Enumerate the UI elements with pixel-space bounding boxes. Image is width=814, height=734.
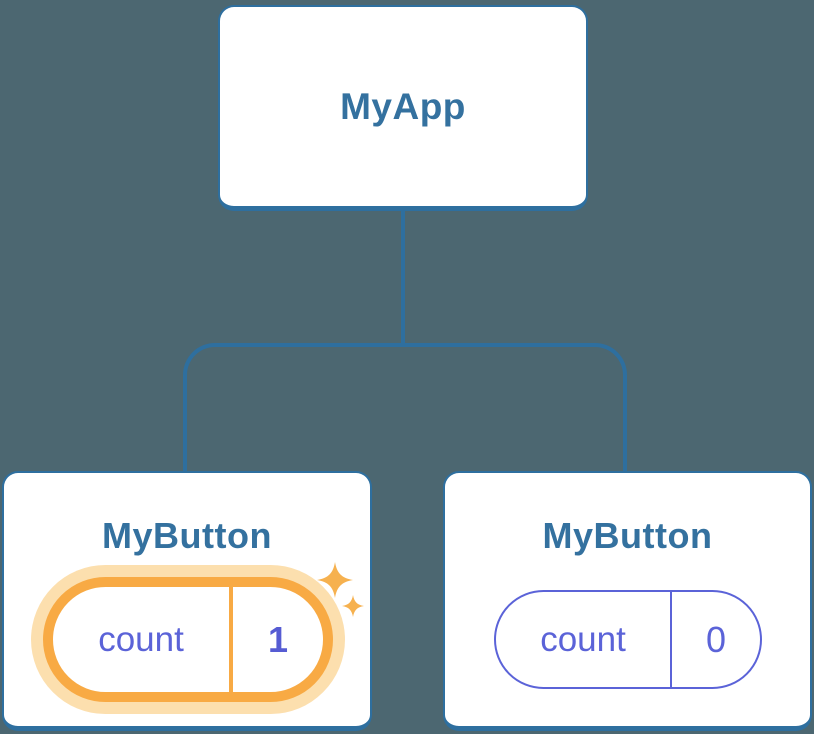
state-value: 1 xyxy=(267,618,289,660)
state-value: 0 xyxy=(705,618,727,660)
state-pill: count 0 xyxy=(494,590,762,689)
state-key-label: count xyxy=(540,619,626,659)
node-myapp-card: MyApp xyxy=(218,5,588,211)
sparkle-icon-small xyxy=(342,595,364,617)
node-mybutton-left-title: MyButton xyxy=(102,515,272,556)
state-key-label: count xyxy=(98,619,184,659)
connector-stem-line xyxy=(401,211,405,345)
node-myapp-title: MyApp xyxy=(340,85,466,127)
connector-branch-line xyxy=(183,343,627,471)
state-pill-highlighted: count 1 xyxy=(43,577,333,702)
pill-divider xyxy=(670,592,672,687)
node-mybutton-left-card: MyButton count 1 xyxy=(2,471,372,731)
node-mybutton-right-card: MyButton count 0 xyxy=(443,471,812,731)
pill-divider xyxy=(229,587,233,692)
node-mybutton-right-title: MyButton xyxy=(542,515,713,556)
sparkle-icon-large xyxy=(317,562,353,598)
